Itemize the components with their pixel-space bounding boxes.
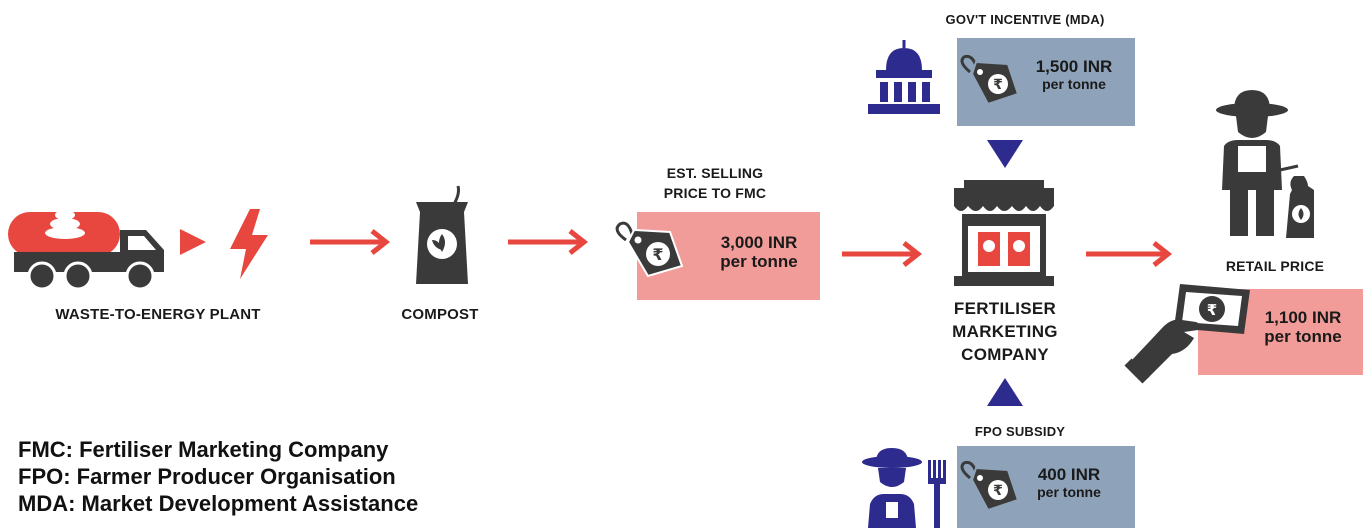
incentive-unit: per tonne [1042,75,1106,92]
fmc-label-line-3: COMPANY [961,345,1049,364]
shop-icon [954,180,1054,286]
legend-item-fmc: FMC: Fertiliser Marketing Company [18,437,389,462]
arrow-right-icon [310,229,391,255]
hand-money-icon: ₹ [1124,284,1250,384]
retail-title: RETAIL PRICE [1225,258,1325,274]
selling-price-unit: per tonne [720,251,798,271]
fmc-label: FERTILISER MARKETING COMPANY [930,297,1080,366]
retail-price-value: 1,100 INR [1264,308,1342,327]
legend-item-fpo: FPO: Farmer Producer Organisation [18,464,396,489]
compost-label: COMPOST [401,306,479,323]
arrow-right-icon [842,241,923,267]
selling-price-box: 3,000 INR per tonne [637,212,820,300]
farmer-icon [862,448,922,528]
rupee-icon: ₹ [1207,301,1217,319]
arrow-right-icon [180,229,206,255]
truck-icon [8,212,164,291]
retail-price-amount: 1,100 INR per tonne [1248,308,1358,346]
plant-label: WASTE-TO-ENERGY PLANT [55,306,261,323]
rupee-icon: ₹ [652,245,663,264]
selling-price-title-line-1: EST. SELLING [666,165,764,181]
compost-bag-icon [416,185,468,284]
arrow-right-icon [508,229,589,255]
fmc-label-line-1: FERTILISER [953,299,1057,318]
triangle-up-icon [987,378,1023,406]
arrow-right-icon [1086,241,1173,267]
price-tag-icon: ₹ [615,221,684,278]
legend-item-mda: MDA: Market Development Assistance [18,491,419,516]
retail-price-unit: per tonne [1264,326,1342,346]
incentive-box: 1,500 INR per tonne [957,38,1135,126]
fork-icon [928,460,946,528]
legend: FMC: Fertiliser Marketing Company FPO: F… [18,436,538,517]
subsidy-title: FPO SUBSIDY [974,424,1066,439]
incentive-amount: 1,500 INR per tonne [1019,57,1129,92]
government-building-icon [868,40,940,114]
selling-price-amount: 3,000 INR per tonne [699,233,819,271]
triangle-down-icon [987,140,1023,168]
price-tag-icon: ₹ [960,460,1020,512]
farmer-icon [1216,90,1314,238]
subsidy-amount: 400 INR per tonne [1019,465,1119,500]
selling-price-title-line-2: PRICE TO FMC [663,185,767,201]
price-tag-icon: ₹ [960,54,1020,106]
lightning-icon [230,209,268,279]
rupee-icon: ₹ [993,77,1003,93]
poop-icon [45,202,85,239]
incentive-title: GOV'T INCENTIVE (MDA) [945,12,1105,27]
incentive-value: 1,500 INR [1035,57,1113,76]
selling-price-value: 3,000 INR [720,233,798,252]
selling-price-title: EST. SELLING PRICE TO FMC [640,163,790,203]
rupee-icon: ₹ [993,483,1003,499]
subsidy-unit: per tonne [1037,483,1101,500]
fmc-label-line-2: MARKETING [952,322,1058,341]
subsidy-value: 400 INR [1037,465,1101,484]
